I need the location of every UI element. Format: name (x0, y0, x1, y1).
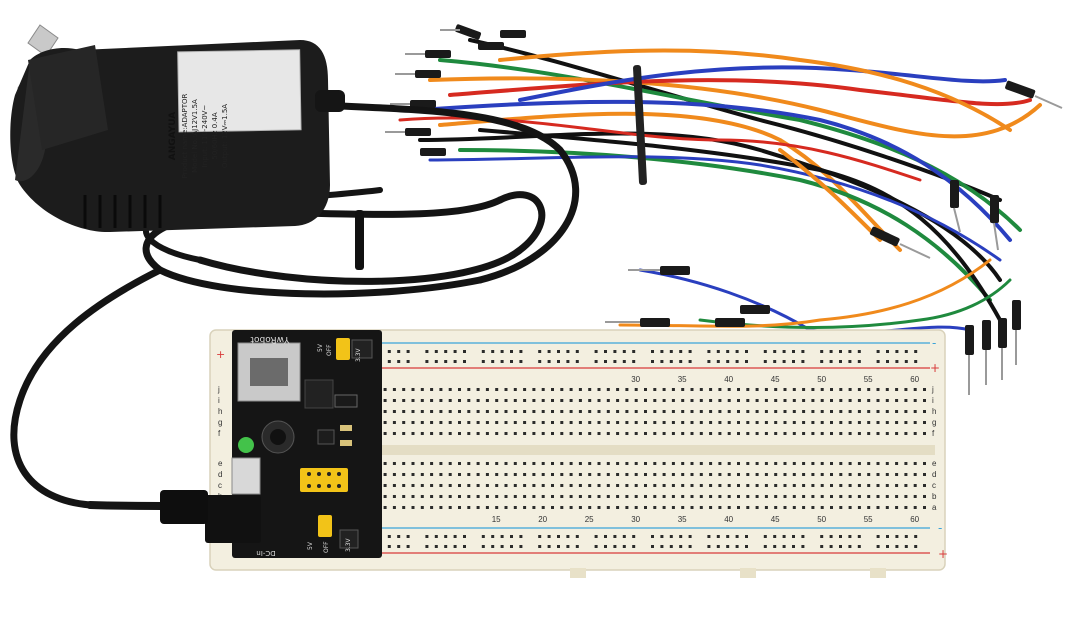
column-number: 60 (910, 375, 919, 384)
column-number: 40 (724, 515, 733, 524)
adapter-label-line: 50/60Hz 0.4A (211, 112, 219, 159)
jumper-5v-bottom (318, 515, 332, 537)
rail-plus-sign: + (216, 348, 225, 361)
rail-minus-sign: - (932, 336, 936, 350)
jumper-wires (398, 38, 1042, 335)
adapter-label (177, 49, 302, 133)
dc-plug (160, 490, 208, 524)
column-number: 45 (771, 515, 780, 524)
adapter-brand: ANGAYUA (168, 112, 178, 161)
adapter-label-line: Model No.:AJ12V1.5A (191, 99, 199, 173)
module-off-label-bottom: OFF (323, 541, 330, 553)
row-letter: e (932, 459, 937, 468)
output-header (300, 468, 348, 492)
row-letter: e (218, 459, 223, 468)
row-letter: h (932, 407, 936, 416)
row-letter: j (217, 385, 220, 394)
adapter-label-line: Output: 12V⎓1.5A (221, 104, 229, 168)
module-5v-label-bottom: 5V (307, 541, 314, 550)
column-number: 50 (817, 375, 826, 384)
cord-tie (355, 210, 364, 270)
row-letter: g (218, 418, 222, 427)
rail-minus-sign: - (938, 521, 942, 535)
power-adapter: ANGAYUA Product name:ADAPTOR Model No.:A… (10, 24, 345, 233)
row-letter: i (932, 396, 934, 405)
row-letter: c (932, 481, 936, 490)
column-number: 30 (631, 375, 640, 384)
row-letter: c (218, 481, 222, 490)
row-letter: f (218, 429, 221, 438)
column-number: 35 (678, 375, 687, 384)
dc-jack (205, 495, 261, 543)
column-number: 20 (538, 515, 547, 524)
column-number: 40 (724, 375, 733, 384)
column-number: 25 (585, 515, 594, 524)
column-number: 15 (492, 515, 501, 524)
column-number: 35 (678, 515, 687, 524)
column-number: 30 (631, 515, 640, 524)
jumper-5v-top (336, 338, 350, 360)
adapter-cord (10, 101, 580, 510)
breadboard-holes (365, 350, 926, 548)
adapter-label-line: Product name:ADAPTOR (181, 94, 189, 179)
row-letter: b (932, 492, 937, 501)
module-dcin-label: DC-In (256, 549, 275, 557)
row-letter: g (932, 418, 936, 427)
power-module: YwRobot 5V OFF 3.3V 5V OFF 3.3V DC-In (160, 330, 382, 558)
column-number: 50 (817, 515, 826, 524)
module-off-label: OFF (326, 344, 333, 356)
breadboard-column-numbers: 30 35 40 45 50 55 60 15 20 25 30 35 40 45 50 55 60 (492, 375, 920, 524)
column-number: 55 (864, 375, 873, 384)
row-letter: f (932, 429, 935, 438)
row-letter: i (218, 396, 220, 405)
row-letter: d (932, 470, 936, 479)
power-button[interactable] (231, 457, 261, 495)
row-letter: j (931, 385, 934, 394)
breadboard: + - + - + jjiihhggffeeddccbbaa 303540455… (209, 329, 948, 578)
module-5v-label: 5V (317, 343, 324, 352)
rail-plus-sign: + (930, 361, 940, 375)
row-letter: h (218, 407, 222, 416)
column-number: 55 (864, 515, 873, 524)
module-33v-label: 3.3V (355, 347, 362, 362)
module-33v-label-bottom: 3.3V (345, 537, 352, 552)
jumper-pins (385, 24, 1063, 395)
rail-plus-sign: + (938, 547, 948, 561)
power-led (238, 437, 254, 453)
module-brand: YwRobot (250, 334, 290, 344)
column-number: 45 (771, 375, 780, 384)
row-letter: d (218, 470, 222, 479)
row-letter: a (932, 503, 937, 512)
column-number: 60 (910, 515, 919, 524)
adapter-label-line: Input: 110-240V~ (201, 105, 209, 168)
